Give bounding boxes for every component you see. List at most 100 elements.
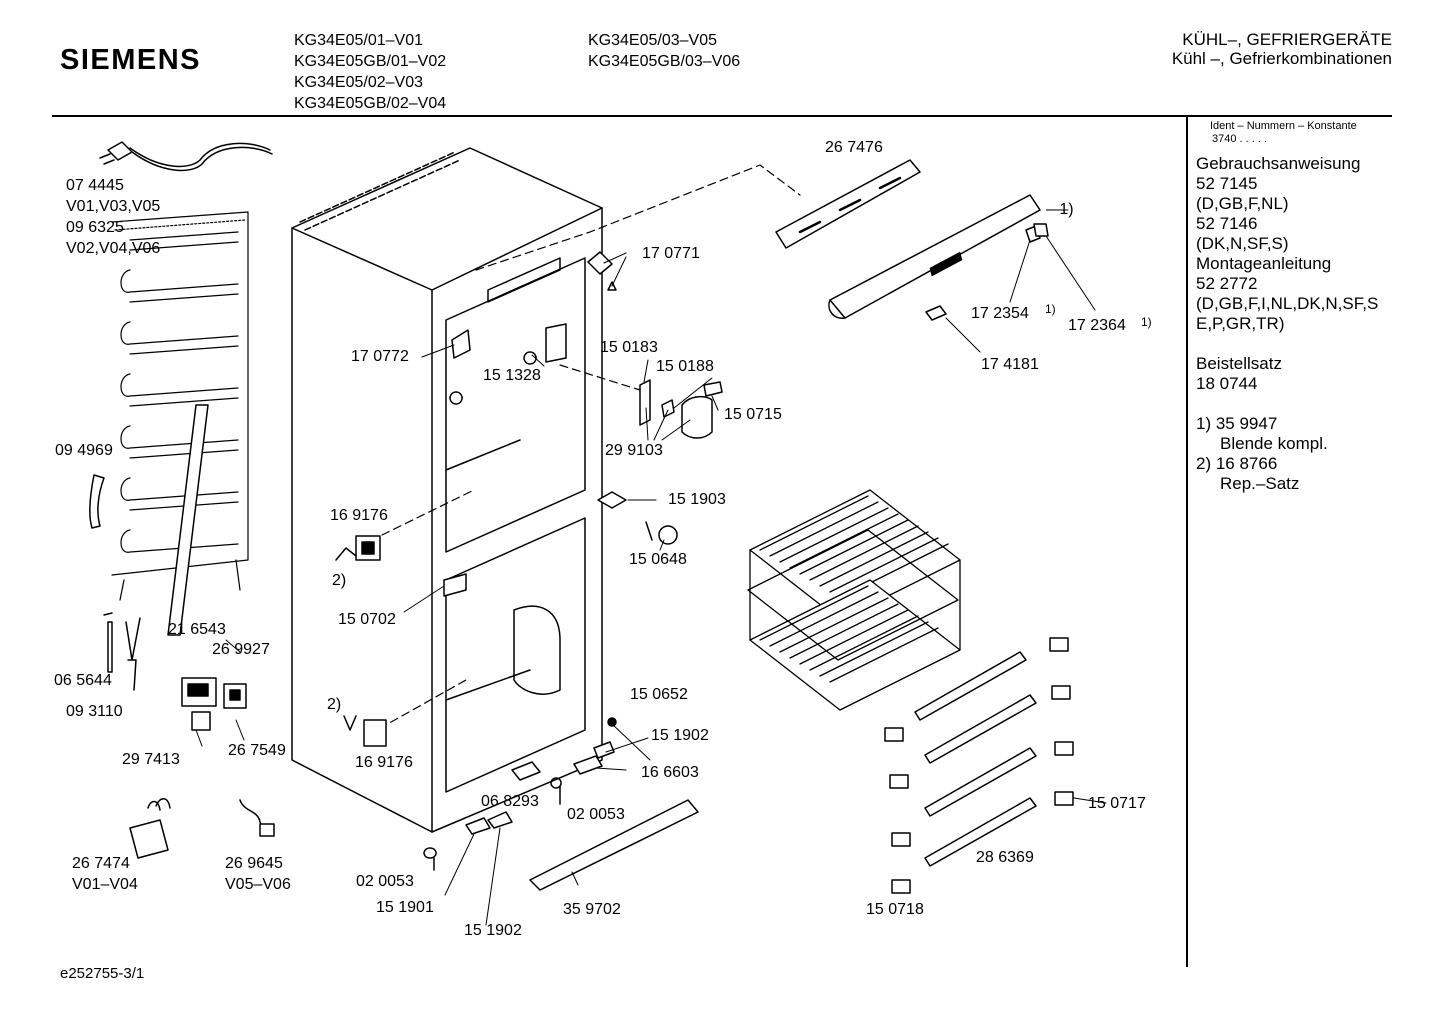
parts-info-sidebar: Ident – Nummern – Konstante 3740 . . . .… [1196,120,1378,494]
bottom-hinge-parts [423,717,617,871]
part-number-label: 26 7474 [72,855,130,872]
part-number-label: 17 2364 [1068,317,1126,334]
brand-logo: SIEMENS [60,44,202,76]
shelf-clip-parts [884,637,1074,894]
footnote-2-ref: 2) 16 8766 [1196,454,1278,473]
part-number-label: 17 0772 [351,348,409,365]
hose-part [89,474,105,529]
part-number-label: 35 9702 [563,901,621,918]
part-number-label: 16 6603 [641,764,699,781]
variant-label: V05–V06 [225,876,291,893]
footnote-2-desc: Rep.–Satz [1220,474,1300,493]
ident-heading: Ident – Nummern – Konstante [1210,120,1357,132]
lamp-housing-parts [639,379,723,439]
drawing-id: e252755-3/1 [60,965,145,982]
fridge-cabinet-illustration [291,147,603,833]
part-number-label: 29 9103 [605,442,663,459]
clip-parts [335,535,387,747]
sidebar-divider [1186,117,1188,967]
sensor-part [103,612,113,673]
drain-channel-part [167,404,209,636]
part-number-label: 15 0183 [600,339,658,356]
install-heading: Montageanleitung [1196,254,1332,273]
part-number-label: 26 9645 [225,855,283,872]
part-number-label: 15 0652 [630,686,688,703]
part-number-label: 07 4445 [66,177,124,194]
sensor-part [125,617,141,691]
part-number-label: 15 1328 [483,367,541,384]
trim-cover-part [828,194,1049,321]
ident-value: 3740 . . . . . [1212,133,1268,145]
control-panel-part [775,159,921,249]
install-languages: E,P,GR,TR) [1196,314,1285,333]
footnote-marker: 1) [1045,302,1056,316]
relay-parts [181,677,247,731]
model-number: KG34E05/02–V03 [294,74,423,91]
footnote-1-ref: 1) 35 9947 [1196,414,1278,433]
part-number-label: 15 1902 [464,922,522,939]
part-number-label: 28 6369 [976,849,1034,866]
part-number-label: 09 3110 [66,703,123,720]
plinth-part [529,799,699,891]
model-number: KG34E05GB/02–V04 [294,95,447,112]
part-number-label: 06 8293 [481,793,539,810]
kit-number: 18 0744 [1196,374,1258,393]
part-number-label: 09 4969 [55,442,113,459]
capacitor-parts [129,798,275,859]
part-number-label: 15 1901 [376,899,434,916]
category-title: KÜHL–, GEFRIERGERÄTE Kühl –, Gefrierkomb… [1172,30,1392,68]
manual-number: 52 7145 [1196,174,1258,193]
part-number-label: 02 0053 [356,873,414,890]
install-languages: (D,GB,F,I,NL,DK,N,SF,S [1196,294,1379,313]
install-number: 52 2772 [1196,274,1258,293]
part-number-label: 06 5644 [54,672,112,689]
model-list-left: KG34E05/01–V01 KG34E05GB/01–V02 KG34E05/… [294,30,446,114]
part-number-label: 26 9927 [212,641,270,658]
footnote-marker: 1) [1141,315,1152,329]
model-number: KG34E05GB/01–V02 [294,53,447,70]
variant-label: V01,V03,V05 [66,198,161,215]
part-number-label: 29 7413 [122,751,180,768]
part-number-label: 21 6543 [168,621,226,638]
footnote-marker: 2) [332,572,347,589]
part-number-label: 16 9176 [355,754,413,771]
category-line-1: KÜHL–, GEFRIERGERÄTE [1182,30,1392,49]
part-number-label: 16 9176 [330,507,388,524]
power-cord-illustration [99,141,273,172]
part-number-label: 15 0188 [656,358,714,375]
model-number: KG34E05GB/03–V06 [588,53,741,70]
part-number-label: 26 7549 [228,742,286,759]
category-line-2: Kühl –, Gefrierkombinationen [1171,49,1392,68]
manual-number: 52 7146 [1196,214,1258,233]
variant-label: V01–V04 [72,876,138,893]
hinge-parts [443,251,678,597]
header-divider [52,115,1392,117]
manual-heading: Gebrauchsanweisung [1196,154,1361,173]
part-number-label: 09 6325 [66,219,124,236]
model-list-right: KG34E05/03–V05 KG34E05GB/03–V06 [588,30,740,72]
model-number: KG34E05/03–V05 [588,32,717,49]
part-number-label: 17 0771 [642,245,700,262]
part-number-label: 17 4181 [981,356,1039,373]
footnote-marker: – 1) [1046,201,1074,218]
part-number-label: 15 0718 [866,901,924,918]
manual-languages: (DK,N,SF,S) [1196,234,1289,253]
footnote-marker: 2) [327,696,342,713]
model-number: KG34E05/01–V01 [294,32,423,49]
wire-shelves-illustration [747,489,961,711]
leader-lines [195,209,1107,926]
part-number-label: 17 2354 [971,305,1029,322]
part-number-label: 15 0717 [1088,795,1146,812]
footnote-1-desc: Blende kompl. [1220,434,1328,453]
manual-languages: (D,GB,F,NL) [1196,194,1289,213]
kit-heading: Beistellsatz [1196,354,1282,373]
variant-label: V02,V04,V06 [66,240,161,257]
part-number-label: 15 1902 [651,727,709,744]
part-number-label: 15 0702 [338,611,396,628]
part-number-label: 26 7476 [825,139,883,156]
part-number-label: 15 0648 [629,551,687,568]
shelf-strip-parts [914,651,1037,867]
part-number-label: 02 0053 [567,806,625,823]
part-number-label: 15 0715 [724,406,782,423]
